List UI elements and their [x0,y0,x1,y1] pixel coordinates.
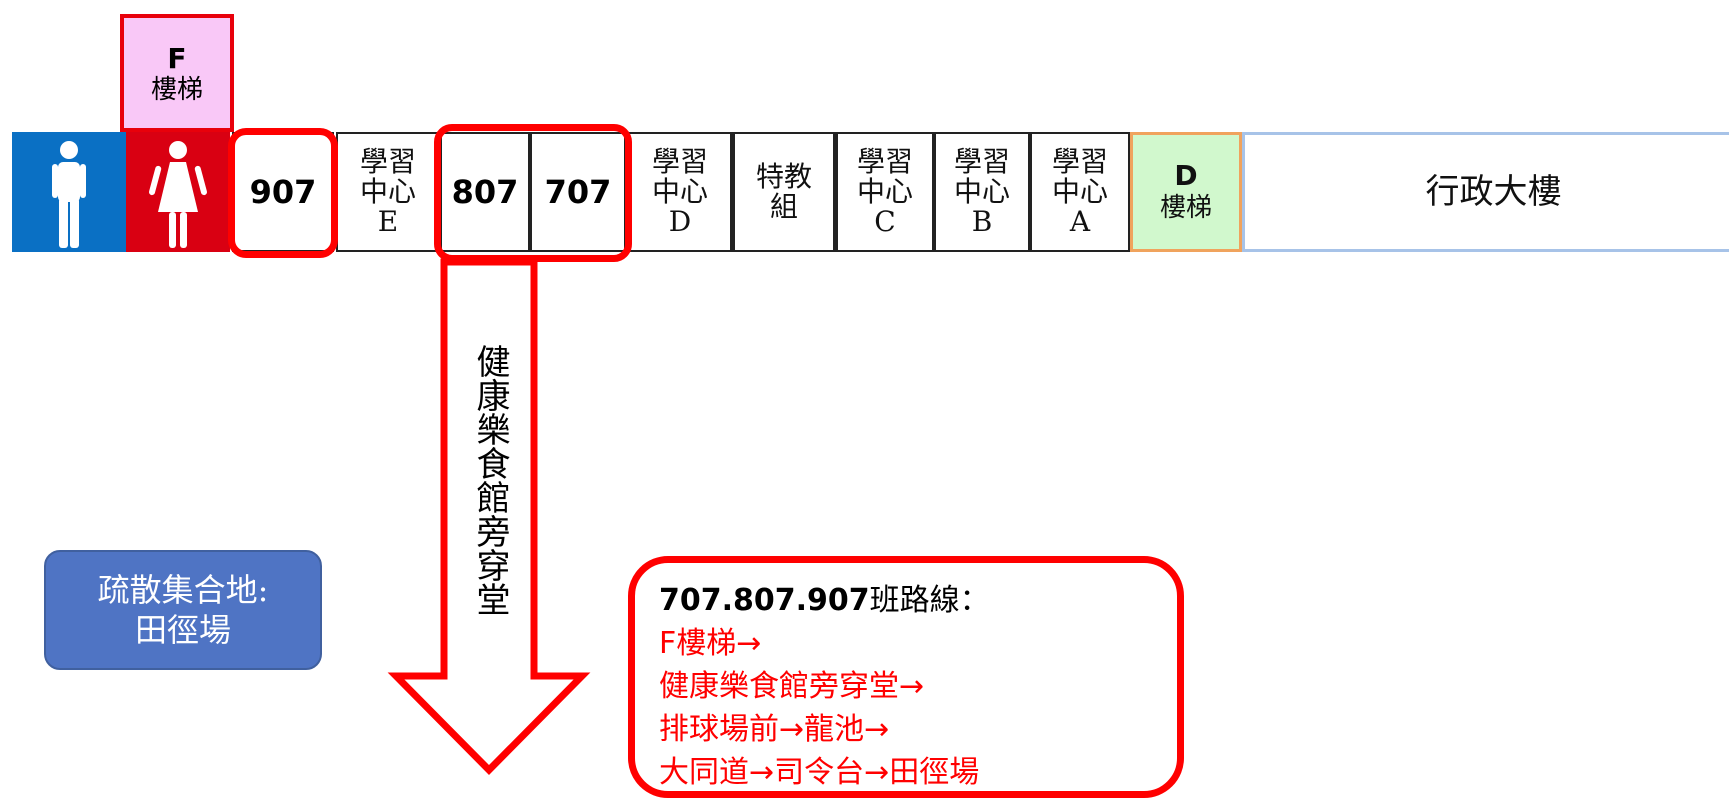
learning-center-d-line2: 中心 [651,175,708,208]
learning-center-b-line3: B [971,205,993,238]
learning-center-e-line2: 中心 [359,175,416,208]
learning-center-b-line2: 中心 [953,175,1010,208]
learning-center-a-line2: 中心 [1051,175,1108,208]
learning-center-d-line1: 學習 [651,145,708,178]
assembly-point-location: 田徑場 [134,611,231,649]
learning-center-c-line1: 學習 [856,145,913,178]
room-807: 807 [440,132,530,252]
learning-center-c-line2: 中心 [856,175,913,208]
route-step-3: 排球場前→龍池→ [659,712,890,747]
d-stair-letter: D [1174,159,1198,192]
special-education-office: 特教 組 [732,132,836,252]
arrow-route-label: 健康樂食館旁穿堂 [470,344,510,616]
assembly-point-title: 疏散集合地: [97,571,269,609]
learning-center-e-line1: 學習 [359,145,416,178]
learning-center-d: 學習 中心 D [628,132,732,252]
female-restroom [126,132,230,252]
learning-center-b: 學習 中心 B [934,132,1030,252]
male-restroom [12,132,126,252]
route-step-4: 大同道→司令台→田徑場 [659,755,980,790]
special-ed-line2: 組 [769,190,798,223]
route-title: 707.807.907班路線： [659,579,1177,622]
f-stair-label: 樓梯 [150,75,203,105]
administration-building: 行政大樓 [1242,132,1729,252]
route-title-suffix: 班路線： [869,583,990,618]
room-907-label: 907 [249,173,317,211]
f-stair-letter: F [167,42,187,75]
route-step-2: 健康樂食館旁穿堂→ [659,669,925,704]
route-title-classes: 707.807.907 [659,583,870,618]
room-807-label: 807 [451,173,519,211]
assembly-point-box: 疏散集合地: 田徑場 [44,550,322,670]
route-step-1: F樓梯→ [659,626,762,661]
learning-center-c: 學習 中心 C [836,132,934,252]
female-person-icon [149,141,207,248]
learning-center-b-line1: 學習 [953,145,1010,178]
learning-center-c-line3: C [874,205,896,238]
special-ed-line1: 特教 [755,160,812,193]
learning-center-a: 學習 中心 A [1030,132,1130,252]
d-staircase: D 樓梯 [1130,132,1242,252]
male-person-icon [52,141,86,248]
room-707-label: 707 [544,173,612,211]
route-description-box: 707.807.907班路線： F樓梯→ 健康樂食館旁穿堂→ 排球場前→龍池→ … [628,556,1184,798]
learning-center-d-line3: D [668,205,692,238]
learning-center-a-line3: A [1069,205,1091,238]
administration-building-label: 行政大樓 [1425,172,1562,212]
learning-center-e: 學習 中心 E [336,132,440,252]
learning-center-a-line1: 學習 [1051,145,1108,178]
f-staircase: F 樓梯 [120,14,234,132]
learning-center-e-line3: E [377,205,399,238]
highlight-907 [228,128,338,258]
d-stair-label: 樓梯 [1159,193,1212,223]
